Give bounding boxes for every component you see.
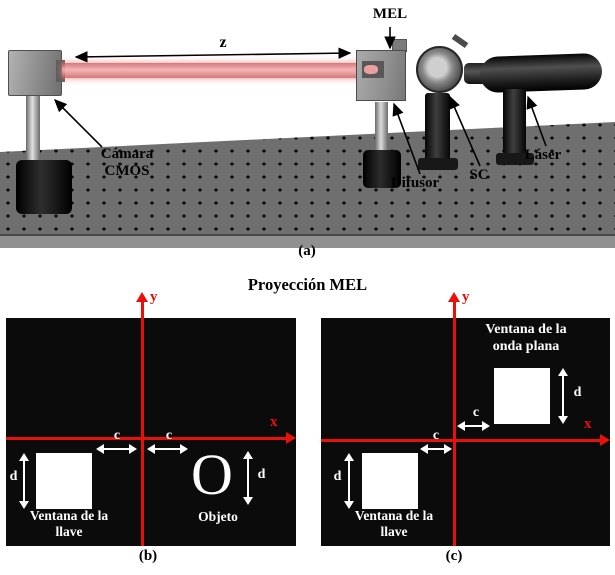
cmos-camera-lens	[56, 60, 65, 82]
camera-pointer-arrow	[53, 98, 103, 148]
panel-b-x-axis-label: x	[270, 414, 278, 430]
panel-c-plane-wave-window-label: Ventana de la onda plana	[447, 322, 605, 355]
panel-c-caption: (c)	[445, 548, 463, 564]
panel-b-d-arrow-left	[19, 453, 29, 509]
laser-nose	[464, 63, 484, 84]
z-label: z	[219, 34, 227, 51]
camera-base	[16, 160, 72, 214]
panel-c-key-window-label-line1: Ventana de la	[354, 508, 434, 523]
panel-c: y x Ventana de la onda plana c d d c Ven…	[321, 290, 610, 546]
panel-c-x-axis-arrowhead	[600, 434, 610, 446]
mel-label: MEL	[372, 6, 408, 22]
laser-post-clamp	[496, 153, 534, 165]
z-distance-arrow	[74, 47, 352, 63]
panel-c-c-label-upper: c	[472, 405, 480, 420]
sc-label: SC	[469, 167, 489, 183]
panel-c-c-label-lower: c	[432, 428, 440, 443]
panel-b-key-window-label: Ventana de la llave	[13, 508, 125, 540]
sc-optic-mount	[416, 46, 463, 93]
laser-body	[479, 52, 603, 94]
panel-b-c-label-right: c	[165, 428, 173, 443]
camera-label-line2: CMOS	[104, 162, 150, 179]
optical-table-front-edge	[0, 234, 615, 248]
panel-c-y-axis-label: y	[462, 289, 470, 305]
panel-c-key-window-label-line2: llave	[380, 523, 408, 539]
panel-c-x-axis-label: x	[584, 416, 592, 432]
difusor-label: Difusor	[390, 175, 440, 191]
panel-b-key-window-square	[36, 453, 92, 509]
panel-b-d-arrow-right	[243, 451, 253, 505]
camera-post	[26, 96, 40, 164]
panel-c-d-arrow-upper	[558, 368, 568, 424]
panel-c-key-window-square	[362, 453, 418, 509]
laser-post	[503, 89, 526, 155]
panel-c-c-arrow-upper	[457, 421, 490, 431]
panel-c-plane-wave-label-line2: onda plana	[492, 338, 560, 354]
laser-beam	[62, 63, 398, 78]
mel-beam-spot	[364, 65, 378, 74]
panel-b-object-label: Objeto	[198, 509, 238, 524]
panel-b-c-label-left: c	[113, 428, 121, 443]
sc-optic-lever	[451, 33, 469, 49]
panel-b-object-glyph: O	[191, 442, 233, 507]
panel-c-x-axis	[321, 439, 601, 442]
camera-label-line1: Cámara	[100, 146, 154, 162]
panel-b-x-axis	[6, 437, 287, 440]
panel-c-y-axis	[453, 302, 456, 546]
panel-a-caption: (a)	[298, 243, 316, 259]
panel-c-plane-wave-window-square	[494, 368, 550, 424]
panel-b-key-window-label-line2: llave	[55, 523, 83, 539]
mel-post	[375, 102, 388, 152]
panel-b-y-axis-label: y	[150, 289, 158, 305]
panel-b-x-axis-arrowhead	[286, 432, 296, 444]
panel-b-c-arrow-right	[147, 444, 188, 454]
panel-b-y-axis	[141, 302, 144, 546]
panel-b-key-window-label-line1: Ventana de la	[29, 508, 109, 523]
panel-b-c-arrow-left	[96, 444, 137, 454]
laser-label: Láser	[524, 147, 562, 163]
panel-c-d-label-upper: d	[573, 385, 582, 400]
panel-b: y x d c c O d Objeto Ventana de la llave	[6, 290, 296, 546]
panel-c-d-label-lower: d	[333, 469, 342, 484]
panel-b-caption: (b)	[138, 548, 158, 564]
section-title: Proyección MEL	[247, 275, 368, 294]
panel-c-y-axis-arrowhead	[448, 292, 460, 302]
panel-b-d-label-left: d	[9, 469, 18, 484]
panel-c-key-window-label: Ventana de la llave	[338, 508, 450, 540]
panel-c-d-arrow-lower	[344, 453, 354, 509]
sc-post-clamp	[418, 158, 458, 170]
panel-b-y-axis-arrowhead	[136, 292, 148, 302]
camera-label: Cámara CMOS	[80, 146, 174, 180]
panel-c-c-arrow-lower	[420, 444, 452, 454]
sc-post	[425, 93, 450, 163]
panel-b-d-label-right: d	[257, 467, 266, 482]
panel-c-plane-wave-label-line1: Ventana de la	[485, 322, 567, 337]
cmos-camera-body	[8, 50, 62, 96]
